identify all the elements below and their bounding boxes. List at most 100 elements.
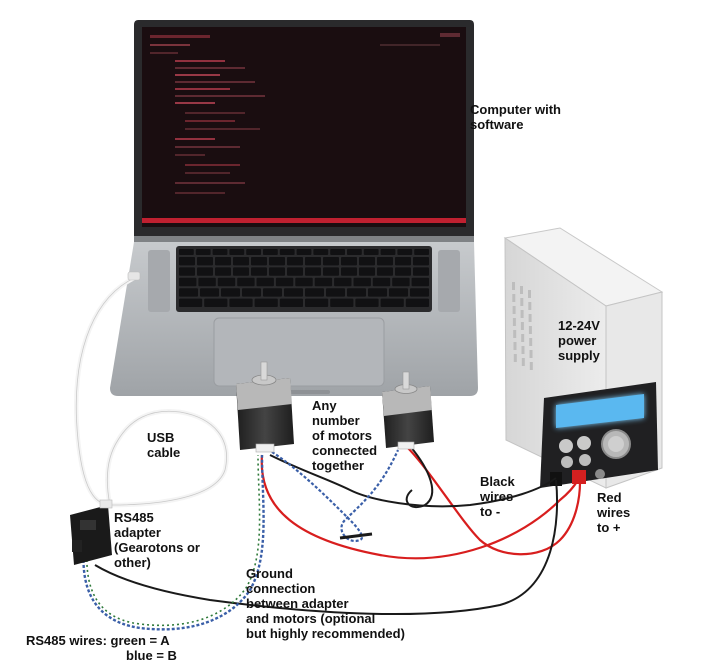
psu-positive-terminal — [572, 470, 586, 484]
keyboard-key — [295, 277, 313, 287]
psu-vent-slot — [529, 338, 533, 346]
label-red-wires: Red wires to + — [597, 490, 631, 535]
keyboard-key — [413, 267, 429, 276]
psu-knob-center — [608, 436, 624, 452]
keyboard-key — [221, 288, 240, 297]
keyboard-key — [197, 267, 213, 276]
motor-1-shaft — [260, 361, 268, 381]
laptop-screen — [142, 27, 466, 227]
keyboard-key — [405, 298, 429, 307]
motor-2-connector — [397, 441, 415, 450]
keyboard-key — [197, 257, 213, 266]
psu-vent-slot — [520, 298, 524, 306]
keyboard-key — [323, 267, 339, 276]
psu-vents — [512, 282, 533, 370]
laptop — [110, 20, 478, 396]
psu-button-2 — [577, 436, 591, 450]
keyboard-key — [215, 257, 231, 266]
keyboard-key — [341, 267, 357, 276]
black-wire-motor-2 — [405, 445, 434, 509]
keyboard-key — [200, 288, 219, 297]
keyboard-key — [377, 257, 393, 266]
keyboard-key — [237, 277, 255, 287]
psu-vent-slot — [520, 310, 524, 318]
keyboard-key — [263, 288, 282, 297]
laptop-front-notch — [280, 390, 330, 394]
keyboard-key — [269, 267, 285, 276]
keyboard-key — [368, 288, 387, 297]
keyboard-key — [326, 288, 345, 297]
motor-2-shaft — [402, 371, 410, 390]
psu-vent-slot — [528, 326, 532, 334]
left-speaker — [148, 250, 170, 312]
keyboard-key — [305, 288, 324, 297]
power-supply — [503, 227, 664, 489]
keyboard-key — [263, 249, 278, 255]
keyboard-key — [212, 249, 228, 255]
keyboard-key — [397, 249, 413, 255]
keyboard-key — [305, 298, 329, 307]
psu-vent-slot — [529, 362, 533, 370]
stepper-motor-1 — [236, 361, 294, 453]
rs485-usb-plug — [99, 499, 113, 509]
psu-button-3 — [561, 456, 573, 468]
keyboard-key — [229, 249, 245, 255]
stepper-motor-2 — [382, 371, 434, 450]
psu-button-1 — [559, 439, 573, 453]
psu-vent-slot — [529, 350, 533, 358]
keyboard-key — [372, 277, 391, 287]
psu-vent-slot — [512, 318, 516, 326]
label-usb-cable: USB cable — [147, 430, 181, 460]
keyboard-key — [179, 267, 195, 276]
psu-vent-slot — [528, 302, 532, 310]
label-ground-connection: Ground connection between adapter and mo… — [246, 566, 405, 641]
keyboard-key — [279, 249, 295, 255]
psu-vent-slot — [513, 354, 517, 362]
keyboard-key — [179, 257, 195, 266]
psu-vent-slot — [521, 358, 525, 366]
rs485-adapter-terminal — [72, 540, 82, 552]
keyboard-key — [323, 257, 339, 266]
label-power-supply: 12-24V power supply — [558, 318, 600, 363]
rs485-adapter-board — [70, 505, 112, 565]
daisy-chain-connector — [339, 532, 373, 540]
label-rs485-wires-blue: blue = B — [126, 648, 177, 663]
keyboard-key — [347, 249, 362, 255]
keyboard-key — [246, 249, 261, 255]
keyboard-key — [359, 257, 375, 266]
ground-wire — [94, 479, 559, 616]
keyboard-key — [353, 277, 371, 287]
keyboard-key — [363, 249, 379, 255]
trackpad — [213, 317, 385, 387]
psu-vent-slot — [521, 346, 525, 354]
red-wire-motor-1 — [260, 454, 579, 560]
label-motors: Any number of motors connected together — [312, 398, 378, 473]
keyboard-key — [392, 277, 410, 287]
psu-lcd-display — [556, 394, 644, 428]
keyboard-key — [251, 267, 267, 276]
keyboard-key — [395, 267, 411, 276]
keyboard-key — [251, 257, 267, 266]
right-speaker — [438, 250, 460, 312]
psu-vent-slot — [520, 286, 523, 294]
keyboard-key — [215, 267, 231, 276]
rs485-adapter — [70, 499, 113, 565]
label-rs485-wires-green: RS485 wires: green = A — [26, 633, 170, 648]
keyboard-key — [287, 257, 303, 266]
psu-vent-slot — [513, 330, 517, 338]
motor-2-faceplate — [382, 386, 432, 416]
keyboard-key — [414, 249, 429, 255]
usb-cable-edge — [75, 277, 227, 506]
motor-daisy-chain-wire — [271, 449, 400, 543]
psu-ground-terminal — [595, 469, 605, 479]
keyboard-key — [330, 298, 354, 307]
keyboard-key — [296, 249, 312, 255]
keyboard-key — [279, 298, 303, 307]
keyboard-key — [233, 267, 249, 276]
keyboard-key — [411, 277, 429, 287]
keyboard-key — [284, 288, 303, 297]
keyboard-key — [380, 249, 396, 255]
motor-1-faceplate — [236, 378, 292, 410]
